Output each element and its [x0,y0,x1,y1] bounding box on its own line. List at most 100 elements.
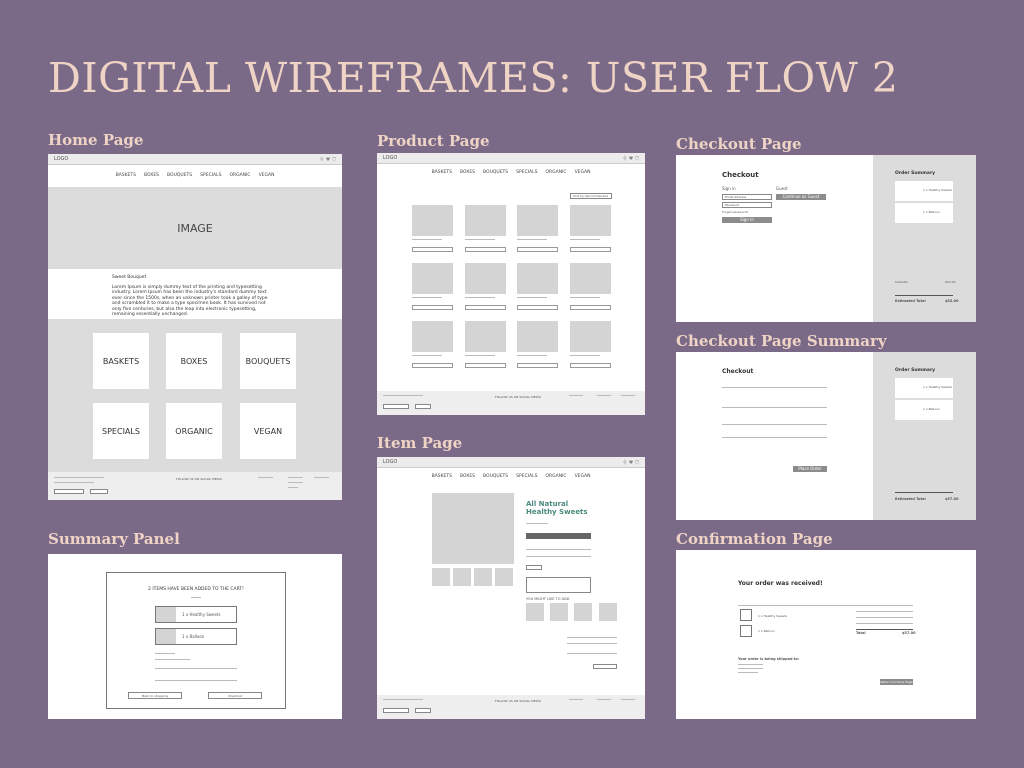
nav-specials[interactable]: SPECIALS [200,173,222,178]
add-to-cart-button[interactable] [412,305,453,310]
nav-organic[interactable]: ORGANIC [545,474,567,479]
label-checkout-page: Checkout Page [676,135,802,153]
nav-baskets[interactable]: BASKETS [115,173,136,178]
subscribe-button[interactable] [90,489,108,494]
nav-specials[interactable]: SPECIALS [516,170,538,175]
cart-item-thumbnail [156,607,176,622]
nav-bouquets[interactable]: BOUQUETS [483,170,509,175]
item-page-wireframe: LOGO ⚲♥⛉ BASKETS BOXES BOUQUETS SPECIALS… [377,457,645,719]
category-specials[interactable]: SPECIALS [93,403,149,459]
password-field[interactable]: Password [722,202,772,208]
add-to-cart-button[interactable] [465,305,506,310]
social-heading: FOLLOW US ON SOCIAL MEDIA [495,699,541,703]
confirmation-page-wireframe: Your order was received! 1 x Healthy Swe… [676,550,976,719]
product-image[interactable] [517,205,558,236]
label-summary-panel: Summary Panel [48,530,180,548]
nav-organic[interactable]: ORGANIC [229,173,251,178]
nav-icons: ⚲♥⛉ [320,157,338,163]
order-summary-sidebar: Order Summary 1 x Healthy Sweets 1 x Bal… [873,352,976,520]
add-to-cart-button[interactable] [412,247,453,252]
add-to-cart-button[interactable] [465,247,506,252]
cart-item-label: 1 x Balloon [182,634,205,639]
product-image[interactable] [517,263,558,294]
summary-item-label: 1 x Balloon [923,210,940,214]
forgot-password-link[interactable]: Forgot password? [722,210,749,214]
add-to-cart-button[interactable] [593,664,617,669]
item-thumbnail[interactable] [495,568,513,586]
summary-item-label: 1 x Healthy Sweets [923,385,952,389]
newsletter-input[interactable] [383,708,409,713]
item-thumbnail[interactable] [432,568,450,586]
product-image[interactable] [465,205,506,236]
confirm-item-thumb [740,609,752,621]
item-navbar: LOGO ⚲♥⛉ [377,457,645,468]
estimated-total-label: Estimated Total [895,497,926,501]
addon-image[interactable] [599,603,617,621]
gift-message-field[interactable] [526,577,591,593]
summary-item-card: 1 x Balloon [895,203,953,223]
product-image[interactable] [517,321,558,352]
nav-baskets[interactable]: BASKETS [431,170,452,175]
category-vegan[interactable]: VEGAN [240,403,296,459]
product-image[interactable] [570,321,611,352]
add-to-cart-button[interactable] [570,305,611,310]
subtotal-label: Subtotal [895,280,908,284]
signin-button[interactable]: Sign In [722,217,772,223]
summary-item-card: 1 x Healthy Sweets [895,181,953,201]
return-home-button[interactable]: Return to Home Page [880,679,913,685]
add-to-cart-button[interactable] [517,363,558,368]
home-page-wireframe: LOGO ⚲♥⛉ BASKETS BOXES BOUQUETS SPECIALS… [48,154,342,500]
category-boxes[interactable]: BOXES [166,333,222,389]
nav-organic[interactable]: ORGANIC [545,170,567,175]
nav-boxes[interactable]: BOXES [143,173,160,178]
product-image[interactable] [412,321,453,352]
category-bouquets[interactable]: BOUQUETS [240,333,296,389]
addon-image[interactable] [574,603,592,621]
product-image[interactable] [412,263,453,294]
add-to-cart-button[interactable] [465,363,506,368]
category-baskets[interactable]: BASKETS [93,333,149,389]
nav-bouquets[interactable]: BOUQUETS [483,474,509,479]
email-field[interactable]: Email Address [722,194,772,200]
addon-image[interactable] [526,603,544,621]
quantity-stepper[interactable] [526,565,542,570]
cart-item: 1 x Balloon [155,628,237,645]
checkout-button[interactable]: Checkout [208,692,262,699]
nav-baskets[interactable]: BASKETS [431,474,452,479]
guest-label: Guest [776,186,788,191]
nav-specials[interactable]: SPECIALS [516,474,538,479]
nav-vegan[interactable]: VEGAN [574,474,591,479]
nav-vegan[interactable]: VEGAN [258,173,275,178]
nav-vegan[interactable]: VEGAN [574,170,591,175]
nav-icons: ⚲♥⛉ [623,460,641,466]
newsletter-input[interactable] [383,404,409,409]
item-thumbnail[interactable] [474,568,492,586]
add-to-cart-button[interactable] [570,363,611,368]
subscribe-button[interactable] [415,708,431,713]
nav-boxes[interactable]: BOXES [459,474,476,479]
nav-boxes[interactable]: BOXES [459,170,476,175]
item-thumbnail[interactable] [453,568,471,586]
product-image[interactable] [570,263,611,294]
summary-item-label: 1 x Balloon [923,407,940,411]
confirm-item-label: 1 x Healthy Sweets [758,614,787,618]
product-image[interactable] [465,263,506,294]
checkout-title: Checkout [722,171,759,179]
product-image[interactable] [570,205,611,236]
add-to-cart-button[interactable] [412,363,453,368]
product-image[interactable] [412,205,453,236]
product-image[interactable] [465,321,506,352]
sort-dropdown[interactable]: Sort by: Recommended [570,193,612,199]
nav-bouquets[interactable]: BOUQUETS [167,173,193,178]
newsletter-input[interactable] [54,489,84,494]
add-to-cart-button[interactable] [517,247,558,252]
item-name: All Natural Healthy Sweets [526,500,588,516]
continue-shopping-button[interactable]: Back to shopping [128,692,182,699]
place-order-button[interactable]: Place Order [793,466,827,472]
add-to-cart-button[interactable] [570,247,611,252]
category-organic[interactable]: ORGANIC [166,403,222,459]
subscribe-button[interactable] [415,404,431,409]
add-to-cart-button[interactable] [517,305,558,310]
guest-button[interactable]: Continue as Guest [776,194,826,200]
addon-image[interactable] [550,603,568,621]
